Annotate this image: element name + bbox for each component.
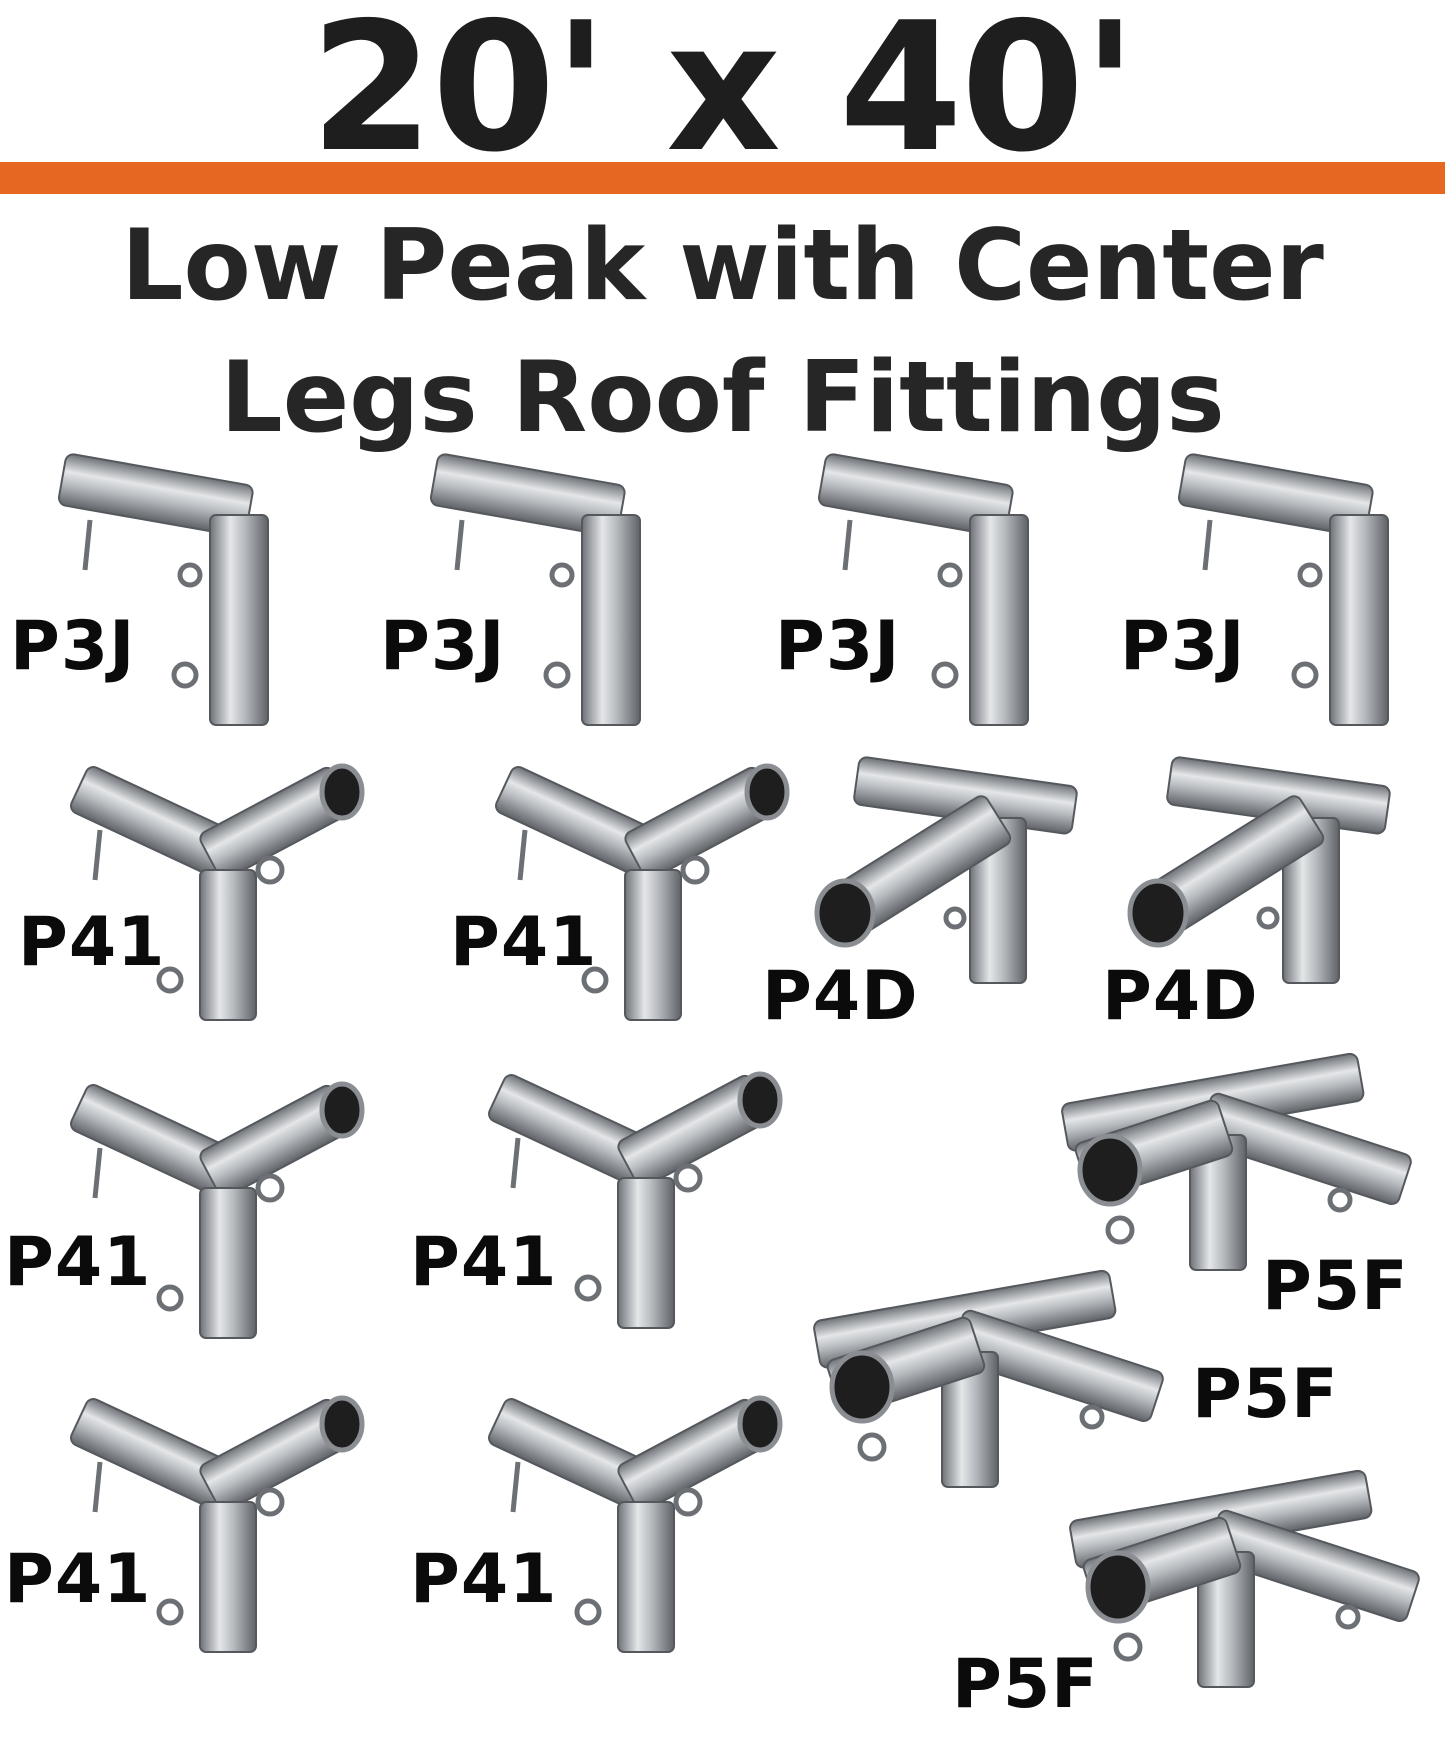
y-fitting-image (488, 1395, 783, 1653)
four-way-fitting-image (1127, 756, 1391, 984)
fitting-label: P41 (18, 903, 166, 982)
subtitle-line-1: Low Peak with Center (121, 209, 1324, 323)
y-fitting-image (70, 763, 365, 1021)
fitting-label: P4D (1102, 957, 1259, 1036)
fitting-label: P5F (1262, 1247, 1409, 1326)
y-fitting-image (70, 1395, 365, 1653)
orange-divider (0, 162, 1445, 194)
fitting-label: P5F (1192, 1355, 1339, 1434)
elbow-fitting-image (57, 453, 269, 726)
fitting-label: P3J (380, 607, 506, 686)
fitting-label: P41 (410, 1223, 558, 1302)
fitting-label: P41 (450, 903, 598, 982)
fitting-label: P3J (1120, 607, 1246, 686)
fitting-label: P41 (4, 1540, 152, 1619)
fitting-label: P5F (952, 1645, 1099, 1724)
fitting-label: P3J (775, 607, 901, 686)
subtitle-line-2: Legs Roof Fittings (220, 341, 1225, 455)
fitting-label: P3J (10, 607, 136, 686)
page-title: 20' x 40' (309, 0, 1137, 191)
fitting-label: P41 (4, 1223, 152, 1302)
y-fitting-image (70, 1081, 365, 1339)
fitting-label: P41 (410, 1540, 558, 1619)
five-way-fitting-image (1069, 1469, 1420, 1688)
four-way-fitting-image (814, 756, 1078, 984)
five-way-fitting-image (1061, 1052, 1412, 1271)
five-way-fitting-image (813, 1269, 1164, 1488)
elbow-fitting-image (817, 453, 1029, 726)
y-fitting-image (495, 763, 790, 1021)
elbow-fitting-image (1177, 453, 1389, 726)
elbow-fitting-image (429, 453, 641, 726)
divider-bar (0, 162, 1445, 194)
fitting-label: P4D (762, 957, 919, 1036)
y-fitting-image (488, 1071, 783, 1329)
